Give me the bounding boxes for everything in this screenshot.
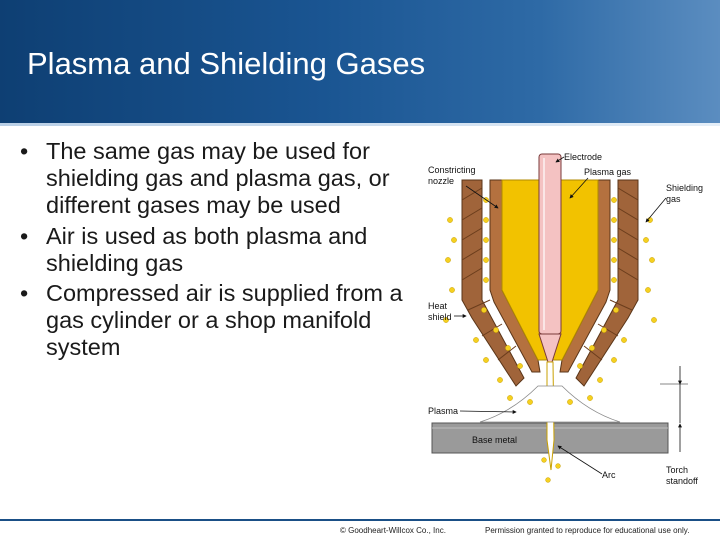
bullet-item: • The same gas may be used for shielding … (20, 138, 415, 220)
leader-shielding-gas (645, 197, 667, 223)
heat-shield-left (461, 179, 525, 387)
label-arc: Arc (602, 470, 616, 480)
leader-arc (557, 445, 603, 475)
electrode (538, 153, 562, 335)
leader-electrode (555, 156, 565, 163)
label-plasma-gas: Plasma gas (584, 167, 632, 177)
bullet-text: Compressed air is supplied from a gas cy… (46, 280, 403, 361)
label-heat-shield-line1: Heat (428, 301, 448, 311)
label-shielding-gas-line2: gas (666, 194, 681, 204)
footer-divider (0, 519, 720, 521)
label-constricting-nozzle-line1: Constricting (428, 165, 476, 175)
label-heat-shield-line2: shield (428, 312, 452, 322)
bullet-dot: • (20, 138, 29, 164)
heat-shield-right (575, 179, 639, 387)
plasma-plume (479, 385, 621, 423)
label-plasma: Plasma (428, 406, 458, 416)
label-constricting-nozzle-line2: nozzle (428, 176, 454, 186)
shield-hatching (461, 187, 639, 361)
bullet-text: Air is used as both plasma and shielding… (46, 222, 368, 276)
label-torch-standoff-line2: standoff (666, 476, 698, 486)
label-base-metal: Base metal (472, 435, 517, 445)
bullet-dot: • (20, 222, 29, 249)
copyright-text: © Goodheart-Willcox Co., Inc. (340, 526, 446, 535)
label-electrode: Electrode (564, 152, 602, 162)
label-torch-standoff-line1: Torch (666, 465, 688, 475)
label-shielding-gas-line1: Shielding (666, 183, 703, 193)
bullet-item: • Air is used as both plasma and shieldin… (20, 223, 415, 277)
bullet-dot: • (20, 280, 29, 307)
leader-plasma-gas (569, 177, 589, 199)
bullet-item: • Compressed air is supplied from a gas c… (20, 280, 415, 362)
bullet-list: • The same gas may be used for shielding … (20, 138, 415, 365)
bullet-text: The same gas may be used for shielding g… (46, 138, 390, 219)
slide-title: Plasma and Shielding Gases (27, 46, 426, 81)
title-bar: Plasma and Shielding Gases (0, 0, 720, 126)
plasma-torch-diagram: Constricting nozzle Electrode Plasma gas… (428, 152, 703, 486)
leader-plasma (459, 409, 517, 414)
permission-text: Permission granted to reproduce for educ… (485, 526, 690, 535)
leader-constricting-nozzle (465, 185, 499, 209)
shielding-gas-dots (443, 197, 657, 483)
